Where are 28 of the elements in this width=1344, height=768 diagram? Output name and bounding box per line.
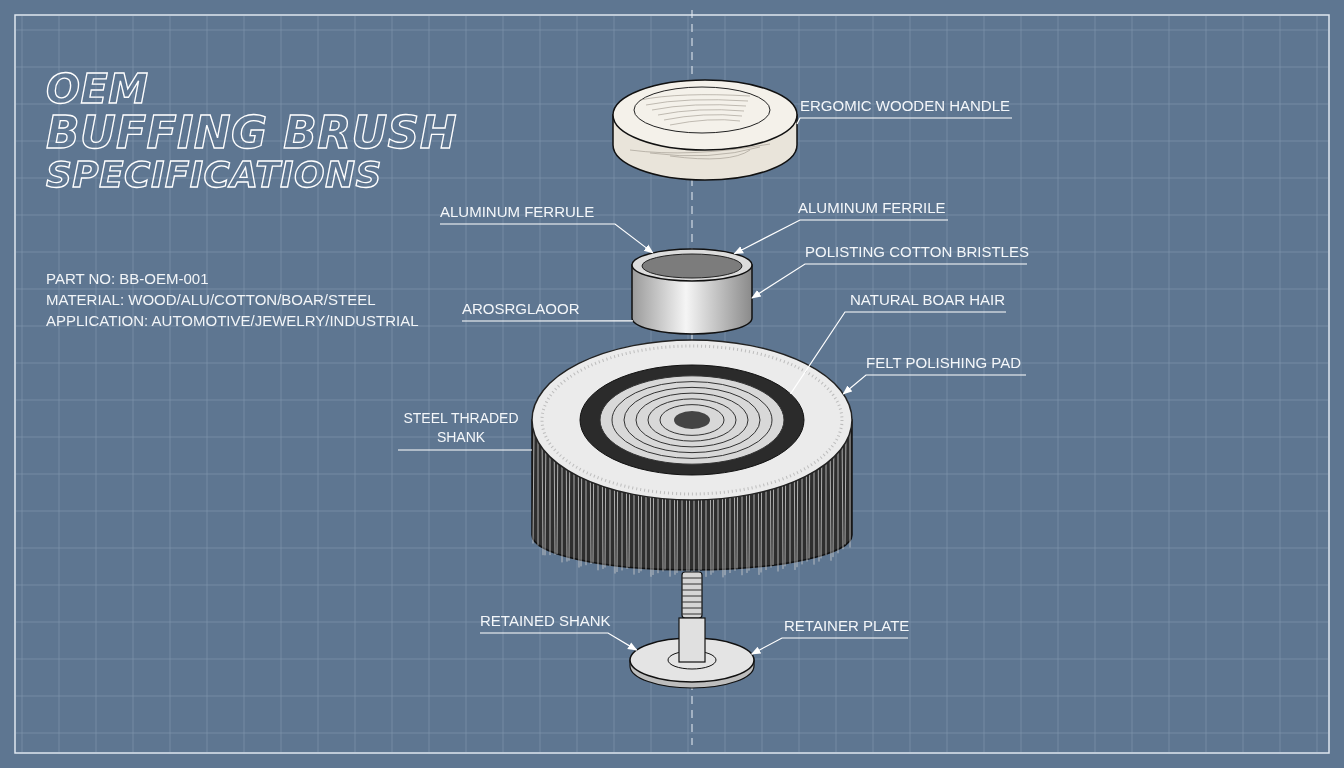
part-label: RETAINER PLATE: [784, 614, 908, 638]
leader-line: [789, 311, 1007, 395]
leader-line: [733, 219, 949, 255]
bristle-ring-drawing: [579, 364, 805, 476]
wooden-handle-drawing: [612, 79, 798, 181]
brush-drawing: [531, 339, 853, 579]
part-label: ERGOMIC WOODEN HANDLE: [800, 94, 1012, 118]
leader-line: [397, 449, 533, 451]
leader-line: [751, 263, 1028, 299]
part-label: ALUMINUM FERRILE: [798, 196, 948, 220]
leader-line: [842, 374, 1027, 395]
part-label: AROSRGLAOOR: [462, 297, 586, 321]
part-label: STEEL THRADED SHANK: [398, 408, 524, 450]
leader-line: [796, 117, 1013, 125]
spec-text: PART NO: BB-OEM-001: [46, 269, 210, 289]
leader-line: [461, 320, 634, 322]
title: OEM BUFFING BRUSH SPECIFICATIONS: [46, 68, 457, 194]
spec-text: APPLICATION: AUTOMOTIVE/JEWELRY/INDUSTRIAL: [46, 311, 419, 331]
leader-line: [439, 223, 654, 254]
leader-line: [479, 632, 638, 651]
part-label: NATURAL BOAR HAIR: [850, 288, 1006, 312]
part-label: ALUMINUM FERRULE: [440, 200, 600, 224]
leader-line: [750, 637, 909, 655]
part-label: RETAINED SHANK: [480, 609, 610, 633]
spec-text: MATERIAL: WOOD/ALU/COTTON/BOAR/STEEL: [46, 290, 377, 310]
part-label: FELT POLISHING PAD: [866, 351, 1026, 375]
ferrule-drawing: [631, 248, 753, 335]
part-label: POLISTING COTTON BRISTLES: [805, 240, 1027, 264]
